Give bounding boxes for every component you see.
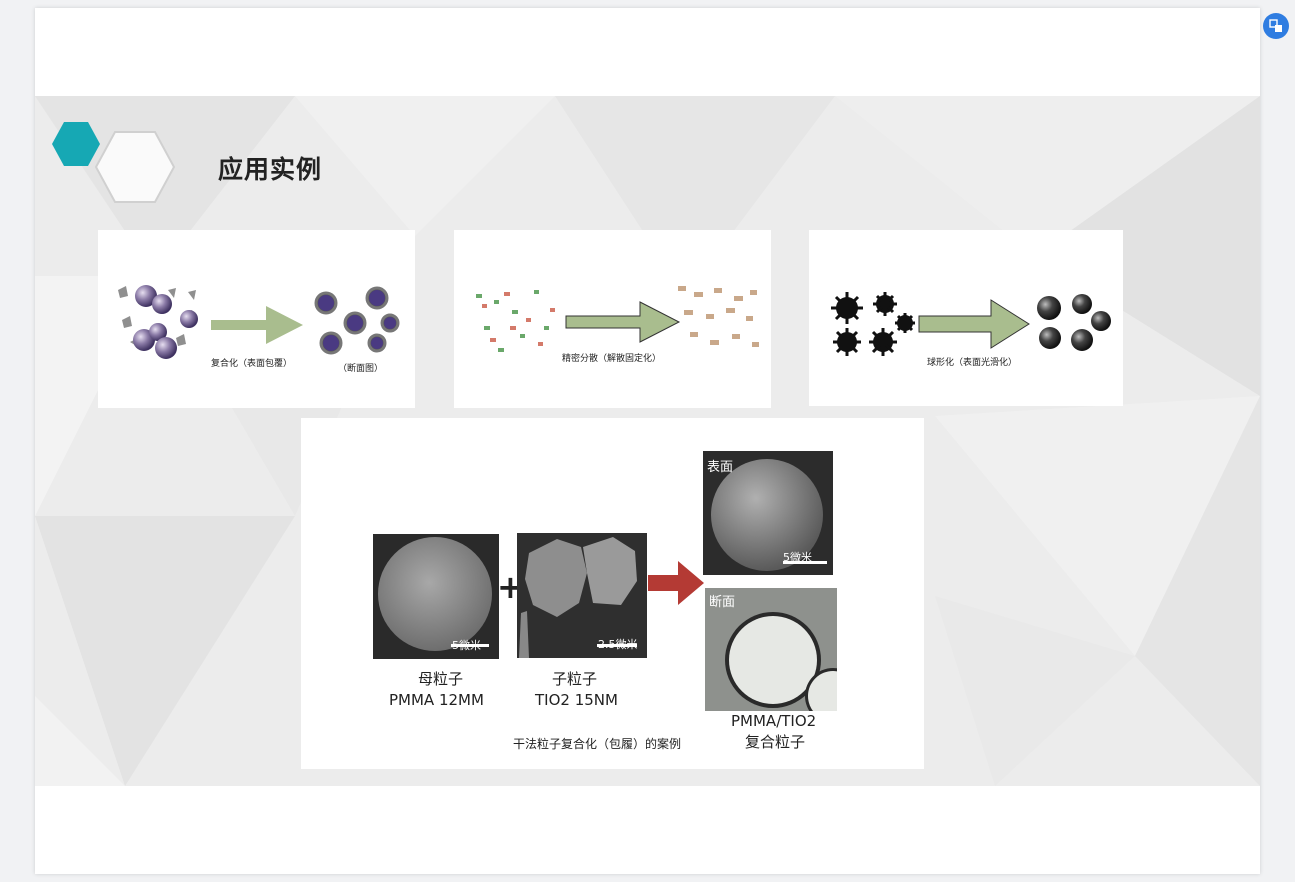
teal-hexagon-decoration (52, 122, 100, 166)
spheroidization-diagram (831, 292, 1111, 356)
panel-caption-secondary: （断面图） (338, 364, 384, 374)
white-hexagon-decoration (94, 131, 176, 203)
panel-spheroidization: 球形化（表面光滑化） (809, 230, 1123, 406)
composite-diagram (118, 285, 400, 359)
scale-bar-label: 2.5微米 (598, 638, 638, 651)
child-particle-micrograph (517, 533, 647, 658)
dispersion-diagram (476, 286, 759, 352)
panel-caption: 复合化（表面包覆） (211, 359, 293, 369)
section-micrograph (705, 588, 837, 711)
scale-bar-label: 5微米 (783, 551, 812, 564)
result-label-line2: 复合粒子 (745, 733, 806, 751)
translate-icon (1269, 19, 1282, 32)
mother-particle-micrograph (373, 534, 499, 659)
section-label: 断面 (709, 595, 736, 610)
red-arrow (648, 561, 704, 605)
child-particle-name: 子粒子 (552, 670, 598, 688)
surface-micrograph (703, 451, 833, 575)
child-particle-spec: TIO2 15NM (535, 691, 618, 709)
mother-particle-name: 母粒子 (418, 670, 464, 688)
slide-title: 应用实例 (218, 155, 323, 184)
example-caption: 干法粒子复合化（包履）的案例 (513, 737, 682, 751)
panel-caption: 精密分散（解散固定化） (562, 354, 662, 364)
scale-bar-label: 5微米 (452, 639, 481, 652)
panel-example: 5微米 + 2.5微米 表面 5微米 断面 母粒子 PMMA 12MM 子粒子 … (301, 418, 924, 769)
mother-particle-spec: PMMA 12MM (389, 691, 484, 709)
result-label-line1: PMMA/TIO2 (731, 712, 817, 730)
panel-caption: 球形化（表面光滑化） (927, 358, 1018, 368)
panel-dispersion: 精密分散（解散固定化） (454, 230, 771, 408)
panel-composite: 复合化（表面包覆） （断面图） (98, 230, 415, 408)
translate-button[interactable] (1263, 13, 1289, 39)
surface-label: 表面 (707, 460, 734, 475)
